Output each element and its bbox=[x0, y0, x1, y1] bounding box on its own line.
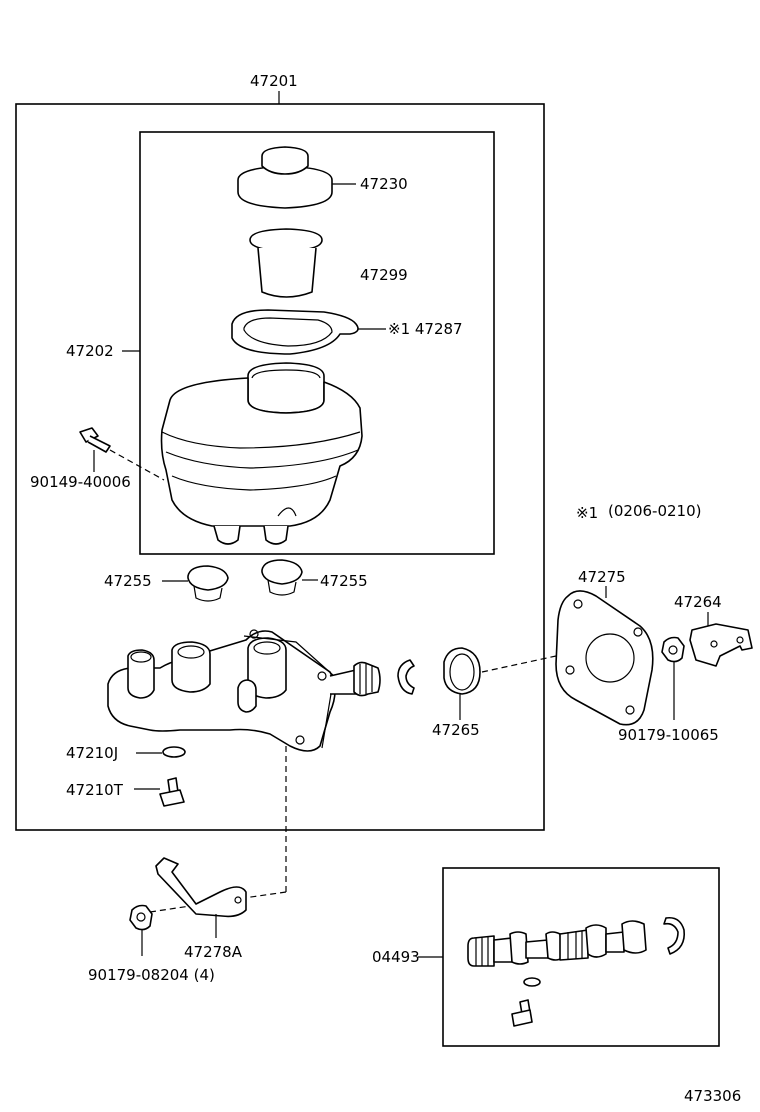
reservoir-frame bbox=[139, 131, 495, 555]
bleeder-plug bbox=[159, 777, 185, 807]
kit-snap-ring bbox=[663, 916, 686, 955]
reservoir-group-label: 47202 bbox=[66, 342, 114, 360]
label-47287: ※1 47287 bbox=[388, 320, 463, 338]
footnote-mark: ※1 bbox=[576, 504, 598, 522]
clevis-nut bbox=[661, 636, 685, 663]
label-47264: 47264 bbox=[674, 593, 722, 611]
reservoir-cap bbox=[237, 146, 333, 209]
label-47255-right: 47255 bbox=[320, 572, 368, 590]
grommet-left bbox=[187, 565, 229, 602]
piston-kit bbox=[467, 920, 647, 967]
assembly-label: 47201 bbox=[250, 72, 298, 90]
label-90179-08204: 90179-08204 (4) bbox=[88, 966, 215, 984]
mounting-bracket bbox=[155, 857, 247, 918]
grommet-right bbox=[261, 559, 303, 596]
assembly-frame bbox=[15, 103, 545, 831]
reservoir-gasket bbox=[231, 309, 359, 355]
label-47265: 47265 bbox=[432, 721, 480, 739]
label-04493: 04493 bbox=[372, 948, 420, 966]
washer bbox=[162, 746, 186, 758]
reservoir-strainer bbox=[249, 228, 323, 298]
bracket-nut bbox=[129, 904, 153, 931]
label-90149-40006: 90149-40006 bbox=[30, 473, 131, 491]
snap-ring bbox=[397, 659, 415, 695]
reservoir-bolt bbox=[79, 427, 111, 453]
master-cylinder-body bbox=[107, 629, 381, 752]
label-90179-10065: 90179-10065 bbox=[618, 726, 719, 744]
booster-gasket-plate bbox=[555, 590, 654, 726]
label-47210J: 47210J bbox=[66, 744, 118, 762]
drawing-number: 473306 bbox=[684, 1087, 741, 1105]
label-47230: 47230 bbox=[360, 175, 408, 193]
footnote-range: (0206-0210) bbox=[608, 502, 701, 520]
push-rod-clevis bbox=[689, 623, 753, 667]
piston-seal bbox=[443, 647, 481, 695]
reservoir-tank bbox=[160, 362, 363, 545]
label-47255-left: 47255 bbox=[104, 572, 152, 590]
label-47210T: 47210T bbox=[66, 781, 124, 799]
kit-washer bbox=[523, 977, 541, 987]
label-47299: 47299 bbox=[360, 266, 408, 284]
label-47278A: 47278A bbox=[184, 943, 243, 961]
label-47275: 47275 bbox=[578, 568, 626, 586]
kit-bleeder bbox=[511, 999, 533, 1027]
